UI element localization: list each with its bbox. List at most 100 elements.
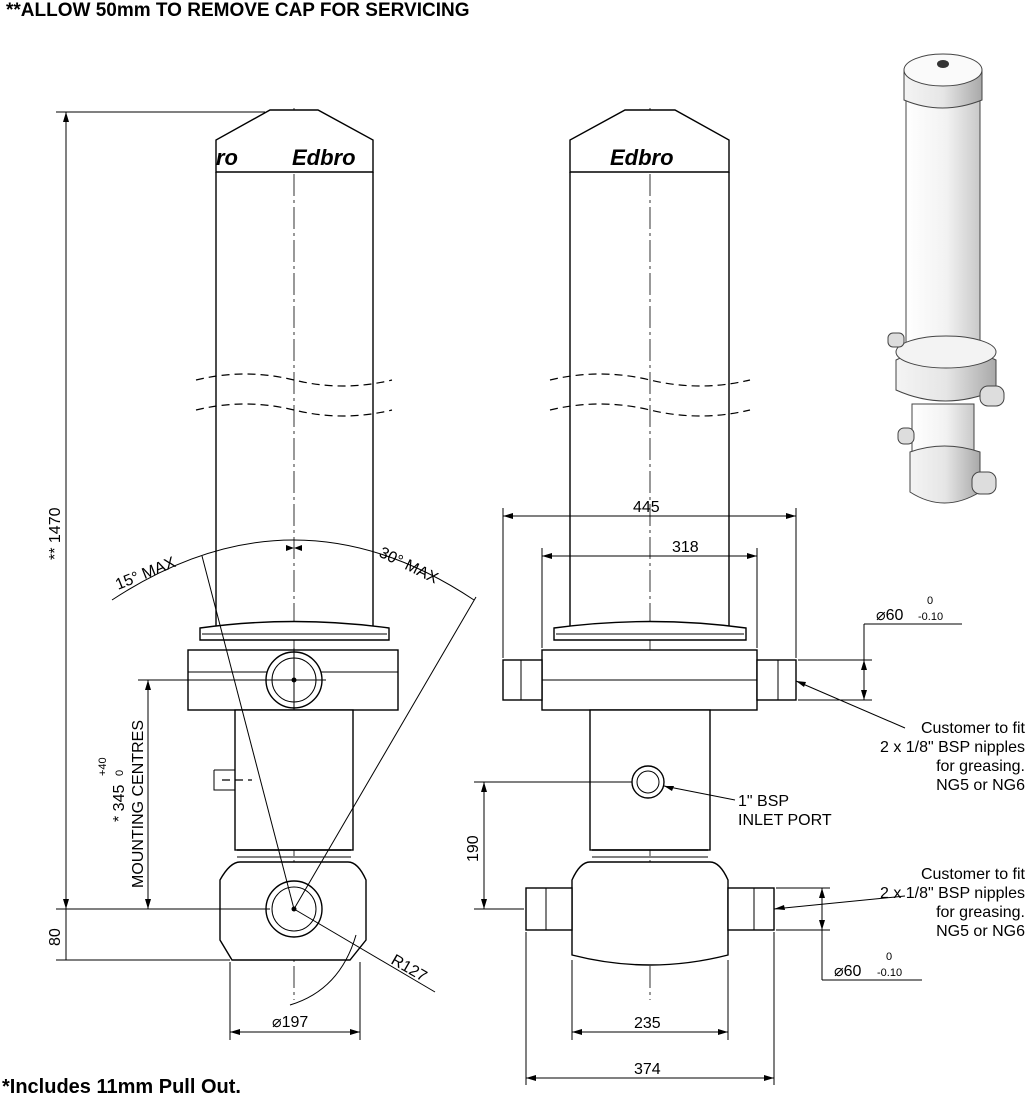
left-dim-arrow bbox=[63, 899, 69, 909]
right-base-block bbox=[571, 861, 729, 966]
right-width-inner-label: 318 bbox=[672, 539, 699, 556]
right-cap-brand: Edbro bbox=[610, 145, 674, 170]
right-dim-arrow bbox=[819, 920, 825, 930]
left-top-ring bbox=[199, 620, 390, 641]
left-base-height-label: 80 bbox=[47, 928, 64, 946]
right-dim-arrow bbox=[481, 899, 487, 909]
right-leader-arrow bbox=[774, 905, 785, 910]
right-top-dia-tol-upper: 0 bbox=[927, 595, 933, 607]
grease-note-top-line: Customer to fit bbox=[921, 720, 1026, 737]
left-swing-line-30 bbox=[293, 596, 477, 910]
left-swing-arc bbox=[111, 539, 475, 601]
right-width-outer-label: 445 bbox=[633, 499, 660, 516]
preview-base bbox=[909, 445, 981, 504]
grease-note-bottom-line: NG5 or NG6 bbox=[936, 923, 1025, 940]
right-base-width-label: 235 bbox=[634, 1015, 661, 1032]
grease-note-bottom-line: for greasing. bbox=[936, 904, 1025, 921]
right-overall-width-label: 374 bbox=[634, 1061, 661, 1078]
left-cap bbox=[215, 109, 374, 173]
right-dim-arrow bbox=[861, 690, 867, 700]
right-dim-arrow bbox=[481, 782, 487, 792]
right-grease-leader-bottom bbox=[773, 895, 906, 910]
grease-note-bottom-line: 2 x 1/8" BSP nipples bbox=[880, 885, 1025, 902]
left-arc-arrow bbox=[294, 545, 302, 551]
pull-out-note: *Includes 11mm Pull Out. bbox=[2, 1076, 241, 1098]
left-view: Edbro ro 15° MAX 30° MAX bbox=[47, 108, 477, 1040]
right-dim-arrow bbox=[572, 1029, 582, 1035]
right-dim-arrow bbox=[718, 1029, 728, 1035]
right-dim-arrow bbox=[542, 553, 552, 559]
left-dim-arrow bbox=[63, 112, 69, 122]
service-note: **ALLOW 50mm TO REMOVE CAP FOR SERVICING bbox=[6, 0, 470, 21]
inlet-port-leader bbox=[663, 785, 736, 801]
right-break-line bbox=[549, 373, 751, 387]
left-angle-15-label: 15° MAX bbox=[113, 554, 178, 594]
preview-head-top bbox=[895, 335, 997, 369]
left-mounting-tol-lower: 0 bbox=[114, 770, 126, 776]
inlet-port-label: INLET PORT bbox=[738, 812, 832, 829]
grease-note-bottom-line: Customer to fit bbox=[921, 866, 1026, 883]
left-radius-leader bbox=[293, 908, 436, 993]
left-diameter-label: ⌀197 bbox=[272, 1014, 308, 1031]
grease-note-top-line: 2 x 1/8" BSP nipples bbox=[880, 739, 1025, 756]
grease-note-top-line: NG5 or NG6 bbox=[936, 777, 1025, 794]
left-break-line bbox=[195, 403, 393, 417]
right-base-trunnion-left bbox=[525, 887, 573, 931]
left-mounting-label: MOUNTING CENTRES bbox=[130, 720, 147, 888]
grease-note-top-line: for greasing. bbox=[936, 758, 1025, 775]
right-grease-leader-top bbox=[795, 680, 906, 729]
left-dim-arrow bbox=[230, 1029, 240, 1035]
left-dim-arrow bbox=[145, 899, 151, 909]
right-dim-arrow bbox=[861, 660, 867, 670]
right-view: Edbro 445 bbox=[465, 108, 1026, 1085]
left-height-label: ** 1470 bbox=[47, 507, 64, 560]
right-base-trunnion-right bbox=[727, 887, 775, 931]
preview-cap-hole bbox=[937, 60, 949, 68]
right-dim-arrow bbox=[526, 1075, 536, 1081]
left-arc-arrow bbox=[286, 545, 294, 551]
right-bottom-dia-tol-upper: 0 bbox=[886, 951, 892, 963]
right-break-line bbox=[549, 403, 751, 417]
left-mounting-value: * 345 bbox=[111, 785, 128, 822]
right-top-dia-tol-lower: -0.10 bbox=[918, 611, 943, 623]
right-bottom-dia-label: ⌀60 bbox=[834, 963, 862, 980]
right-trunnion-left bbox=[502, 659, 543, 701]
left-cap-brand: Edbro bbox=[292, 145, 356, 170]
cylinder-3d-preview bbox=[887, 53, 1005, 504]
left-radius-label: R127 bbox=[388, 952, 430, 986]
preview-nipple-top bbox=[887, 332, 905, 348]
right-dim-arrow bbox=[747, 553, 757, 559]
right-dim-arrow bbox=[819, 888, 825, 898]
right-dim-arrow bbox=[764, 1075, 774, 1081]
right-leader-arrow bbox=[664, 786, 674, 791]
left-break-line bbox=[195, 373, 393, 387]
inlet-port-inner bbox=[636, 770, 660, 794]
right-bottom-dia-tol-lower: -0.10 bbox=[877, 967, 902, 979]
preview-trunnion-bottom bbox=[971, 471, 997, 495]
right-top-ring bbox=[553, 620, 747, 641]
preview-tube bbox=[905, 79, 981, 351]
left-cap-brand-partial: ro bbox=[216, 145, 238, 170]
right-dim-arrow bbox=[786, 513, 796, 519]
preview-trunnion-top bbox=[979, 385, 1005, 407]
right-trunnion-right bbox=[756, 659, 797, 701]
left-radius-arc bbox=[289, 934, 357, 1006]
right-inlet-height-label: 190 bbox=[465, 835, 482, 862]
left-pivot-centre bbox=[291, 677, 297, 683]
left-dim-arrow bbox=[145, 680, 151, 690]
left-base-eye-inner bbox=[271, 886, 317, 932]
preview-cap-top bbox=[903, 53, 983, 87]
left-angle-30-label: 30° MAX bbox=[376, 544, 441, 587]
right-leader-arrow bbox=[796, 681, 806, 687]
left-port-stub bbox=[213, 769, 235, 791]
left-swing-line-15 bbox=[201, 555, 295, 910]
inlet-port-label: 1" BSP bbox=[738, 793, 789, 810]
right-cap bbox=[569, 109, 730, 173]
right-dim-arrow bbox=[503, 513, 513, 519]
right-top-dia-label: ⌀60 bbox=[876, 607, 904, 624]
left-mounting-tol-upper: +40 bbox=[97, 757, 109, 776]
preview-inlet bbox=[897, 427, 915, 445]
left-mid-stage bbox=[234, 709, 354, 851]
left-dim-arrow bbox=[350, 1029, 360, 1035]
